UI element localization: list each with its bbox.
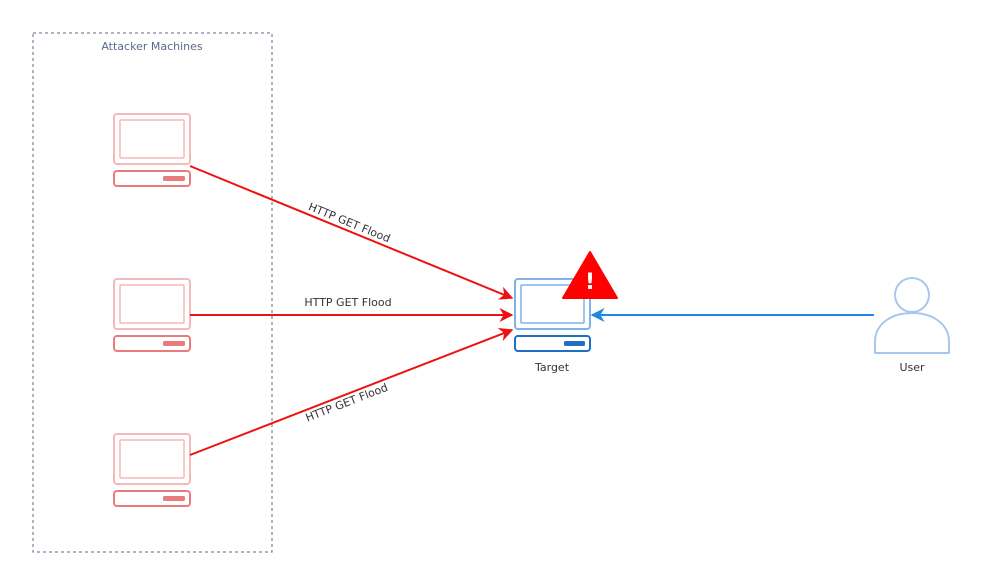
desktop-computer-icon bbox=[514, 278, 591, 352]
edge-label: HTTP GET Flood bbox=[304, 296, 391, 309]
warning-triangle-icon: ! bbox=[562, 251, 618, 299]
user-person[interactable]: User bbox=[874, 277, 950, 374]
edge-label: HTTP GET Flood bbox=[304, 381, 390, 425]
target-computer[interactable]: Target bbox=[514, 278, 591, 374]
user-label: User bbox=[899, 361, 925, 374]
attacker-computer-2[interactable] bbox=[113, 278, 191, 352]
edge-label: HTTP GET Flood bbox=[307, 200, 393, 245]
attacker-machines-group[interactable]: Attacker Machines bbox=[32, 32, 273, 553]
attacker-computer-3[interactable] bbox=[113, 433, 191, 507]
desktop-computer-icon bbox=[113, 278, 191, 352]
desktop-computer-icon bbox=[113, 433, 191, 507]
desktop-computer-icon bbox=[113, 113, 191, 187]
attack-edge-1[interactable]: HTTP GET Flood bbox=[189, 165, 514, 300]
user-person-icon bbox=[874, 277, 950, 354]
attack-edge-3[interactable]: HTTP GET Flood bbox=[189, 328, 514, 456]
attack-edge-2[interactable]: HTTP GET Flood bbox=[190, 296, 514, 322]
attacker-computer-1[interactable] bbox=[113, 113, 191, 187]
target-label: Target bbox=[534, 361, 570, 374]
warning-symbol: ! bbox=[585, 270, 595, 295]
group-label: Attacker Machines bbox=[101, 40, 203, 53]
